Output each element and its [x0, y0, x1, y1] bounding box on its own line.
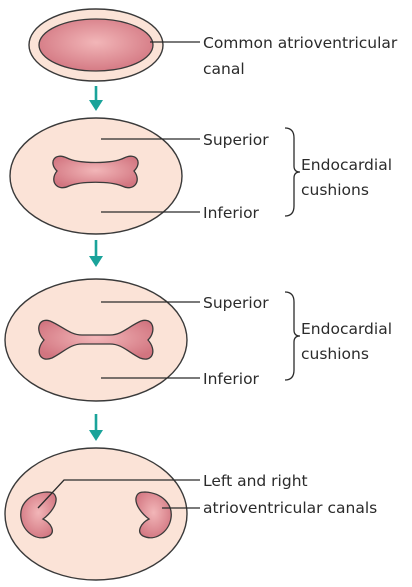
stage3-cushions-bracket	[285, 292, 300, 380]
common-canal-label-line1: Common atrioventricular	[203, 34, 398, 52]
stage-common-canal: Common atrioventricular canal	[29, 9, 398, 81]
stage2-superior-label: Superior	[203, 131, 269, 149]
stage3-inferior-label: Inferior	[203, 370, 260, 388]
stage2-cushions-bracket	[285, 128, 300, 216]
stage2-cushions-label-line2: cushions	[301, 181, 369, 199]
stage-cushions-forming: Superior Inferior Endocardial cushions	[10, 118, 392, 234]
stage-cushions-approaching: Superior Inferior Endocardial cushions	[5, 279, 392, 401]
arrow-1-head	[89, 100, 103, 111]
arrow-3-head	[89, 430, 103, 441]
stage3-superior-label: Superior	[203, 294, 269, 312]
stage3-cushions-label-line1: Endocardial	[301, 320, 392, 338]
stage3-cushions-label-line2: cushions	[301, 345, 369, 363]
stage2-inferior-label: Inferior	[203, 204, 260, 222]
stage-arrow-2	[89, 240, 103, 267]
separate-canals-label-line2: atrioventricular canals	[203, 499, 377, 517]
arrow-2-head	[89, 256, 103, 267]
stage-arrow-1	[89, 86, 103, 111]
common-canal-opening	[39, 19, 153, 71]
stage-separate-canals: Left and right atrioventricular canals	[5, 448, 377, 580]
stage2-cushions-label-line1: Endocardial	[301, 156, 392, 174]
separate-canals-label-line1: Left and right	[203, 472, 308, 490]
stage-arrow-3	[89, 414, 103, 441]
common-canal-label-line2: canal	[203, 60, 245, 78]
